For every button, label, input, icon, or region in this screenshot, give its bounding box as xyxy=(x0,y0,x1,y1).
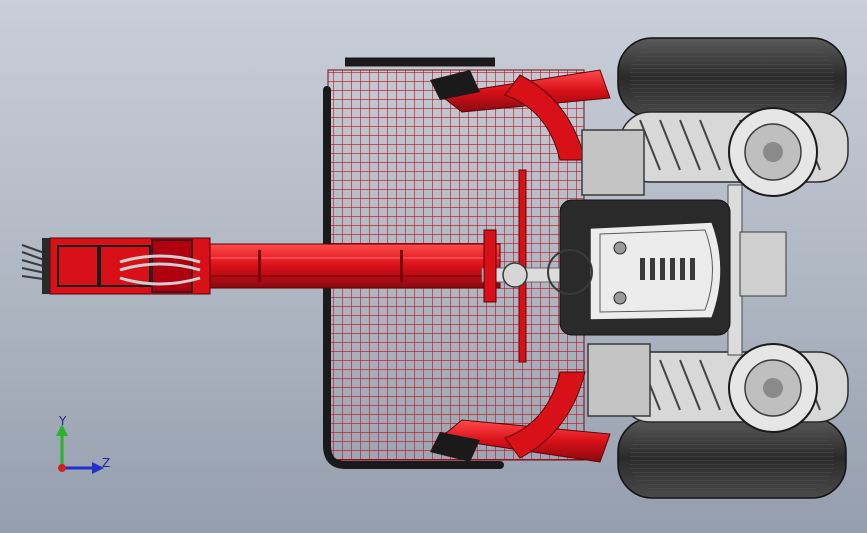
boom-arm xyxy=(199,243,501,289)
tire-upper-inner xyxy=(619,107,849,197)
lower-bracket xyxy=(504,371,586,459)
boom-tip-assembly xyxy=(21,237,211,295)
tire-upper-left-outer xyxy=(617,37,847,119)
upper-box xyxy=(581,129,645,196)
axis-label-y: Y xyxy=(59,414,67,428)
upper-clamp xyxy=(430,70,480,100)
axis-triad xyxy=(56,424,104,474)
tire-lower-inner xyxy=(619,343,849,433)
lower-clamp xyxy=(430,432,480,462)
upper-bracket xyxy=(504,74,586,161)
origin-marker xyxy=(58,464,66,472)
z-axis-arrowhead xyxy=(92,462,104,474)
lower-box xyxy=(587,343,651,417)
tire-lower-left-outer xyxy=(617,417,847,499)
guard-tube xyxy=(323,86,504,469)
engine-cover xyxy=(502,221,722,321)
y-axis-arrowhead xyxy=(56,424,68,436)
axis-label-z: Z xyxy=(102,456,111,470)
